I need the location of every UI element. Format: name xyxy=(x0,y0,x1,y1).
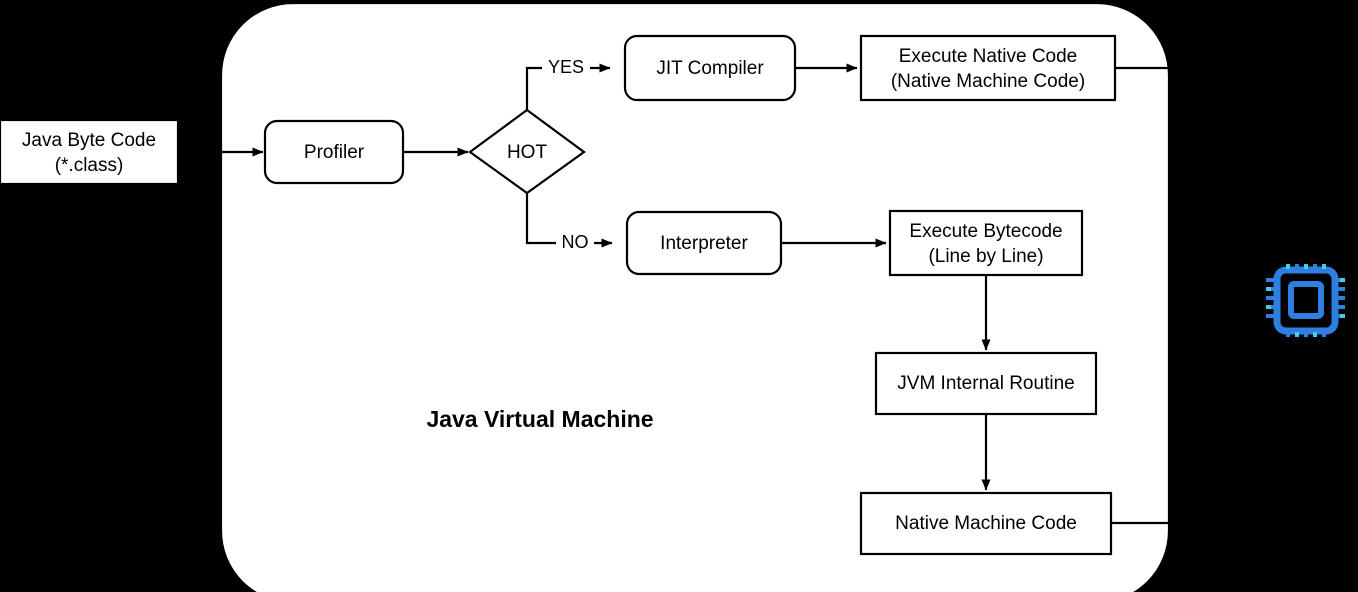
node-java-byte-code[interactable]: Java Byte Code (*.class) xyxy=(0,118,180,186)
jit-compiler-box[interactable] xyxy=(623,34,797,102)
node-jit-compiler[interactable]: JIT Compiler xyxy=(623,34,797,102)
execute-native-code-line2: (Native Machine Code) xyxy=(891,71,1085,92)
execute-native-code-box[interactable] xyxy=(859,34,1117,102)
jvm-internal-routine-label: JVM Internal Routine xyxy=(897,373,1074,394)
interpreter-box[interactable] xyxy=(625,210,783,276)
jvm-container-title: Java Virtual Machine xyxy=(426,406,653,432)
no-label-bg xyxy=(556,231,594,256)
edge-label-no: NO xyxy=(562,232,589,252)
native-machine-code-label: Native Machine Code xyxy=(895,513,1077,534)
native-machine-code-box[interactable] xyxy=(859,491,1113,556)
interpreter-label: Interpreter xyxy=(660,233,748,254)
execute-bytecode-box[interactable] xyxy=(888,209,1084,277)
node-profiler[interactable]: Profiler xyxy=(263,119,405,185)
jit-compiler-label: JIT Compiler xyxy=(656,58,764,79)
node-execute-native-code[interactable]: Execute Native Code (Native Machine Code… xyxy=(859,34,1117,102)
java-byte-code-box[interactable] xyxy=(0,118,180,186)
execute-bytecode-line2: (Line by Line) xyxy=(928,246,1043,267)
node-jvm-internal-routine[interactable]: JVM Internal Routine xyxy=(874,351,1098,416)
node-execute-bytecode[interactable]: Execute Bytecode (Line by Line) xyxy=(888,209,1084,277)
node-native-machine-code[interactable]: Native Machine Code xyxy=(859,491,1113,556)
profiler-box[interactable] xyxy=(263,119,405,185)
cpu-chip-icon xyxy=(1266,264,1345,337)
profiler-label: Profiler xyxy=(304,142,365,163)
node-hot-decision[interactable]: HOT xyxy=(468,108,586,195)
node-interpreter[interactable]: Interpreter xyxy=(625,210,783,276)
edge-label-yes: YES xyxy=(548,57,584,77)
hot-label: HOT xyxy=(507,142,548,163)
execute-native-code-line1: Execute Native Code xyxy=(899,46,1078,67)
java-byte-code-line1: Java Byte Code xyxy=(22,130,156,151)
execute-bytecode-line1: Execute Bytecode xyxy=(909,221,1062,242)
yes-label-bg xyxy=(542,55,590,80)
hot-diamond[interactable] xyxy=(468,108,586,195)
java-byte-code-line2: (*.class) xyxy=(55,155,124,176)
jvm-internal-routine-box[interactable] xyxy=(874,351,1098,416)
